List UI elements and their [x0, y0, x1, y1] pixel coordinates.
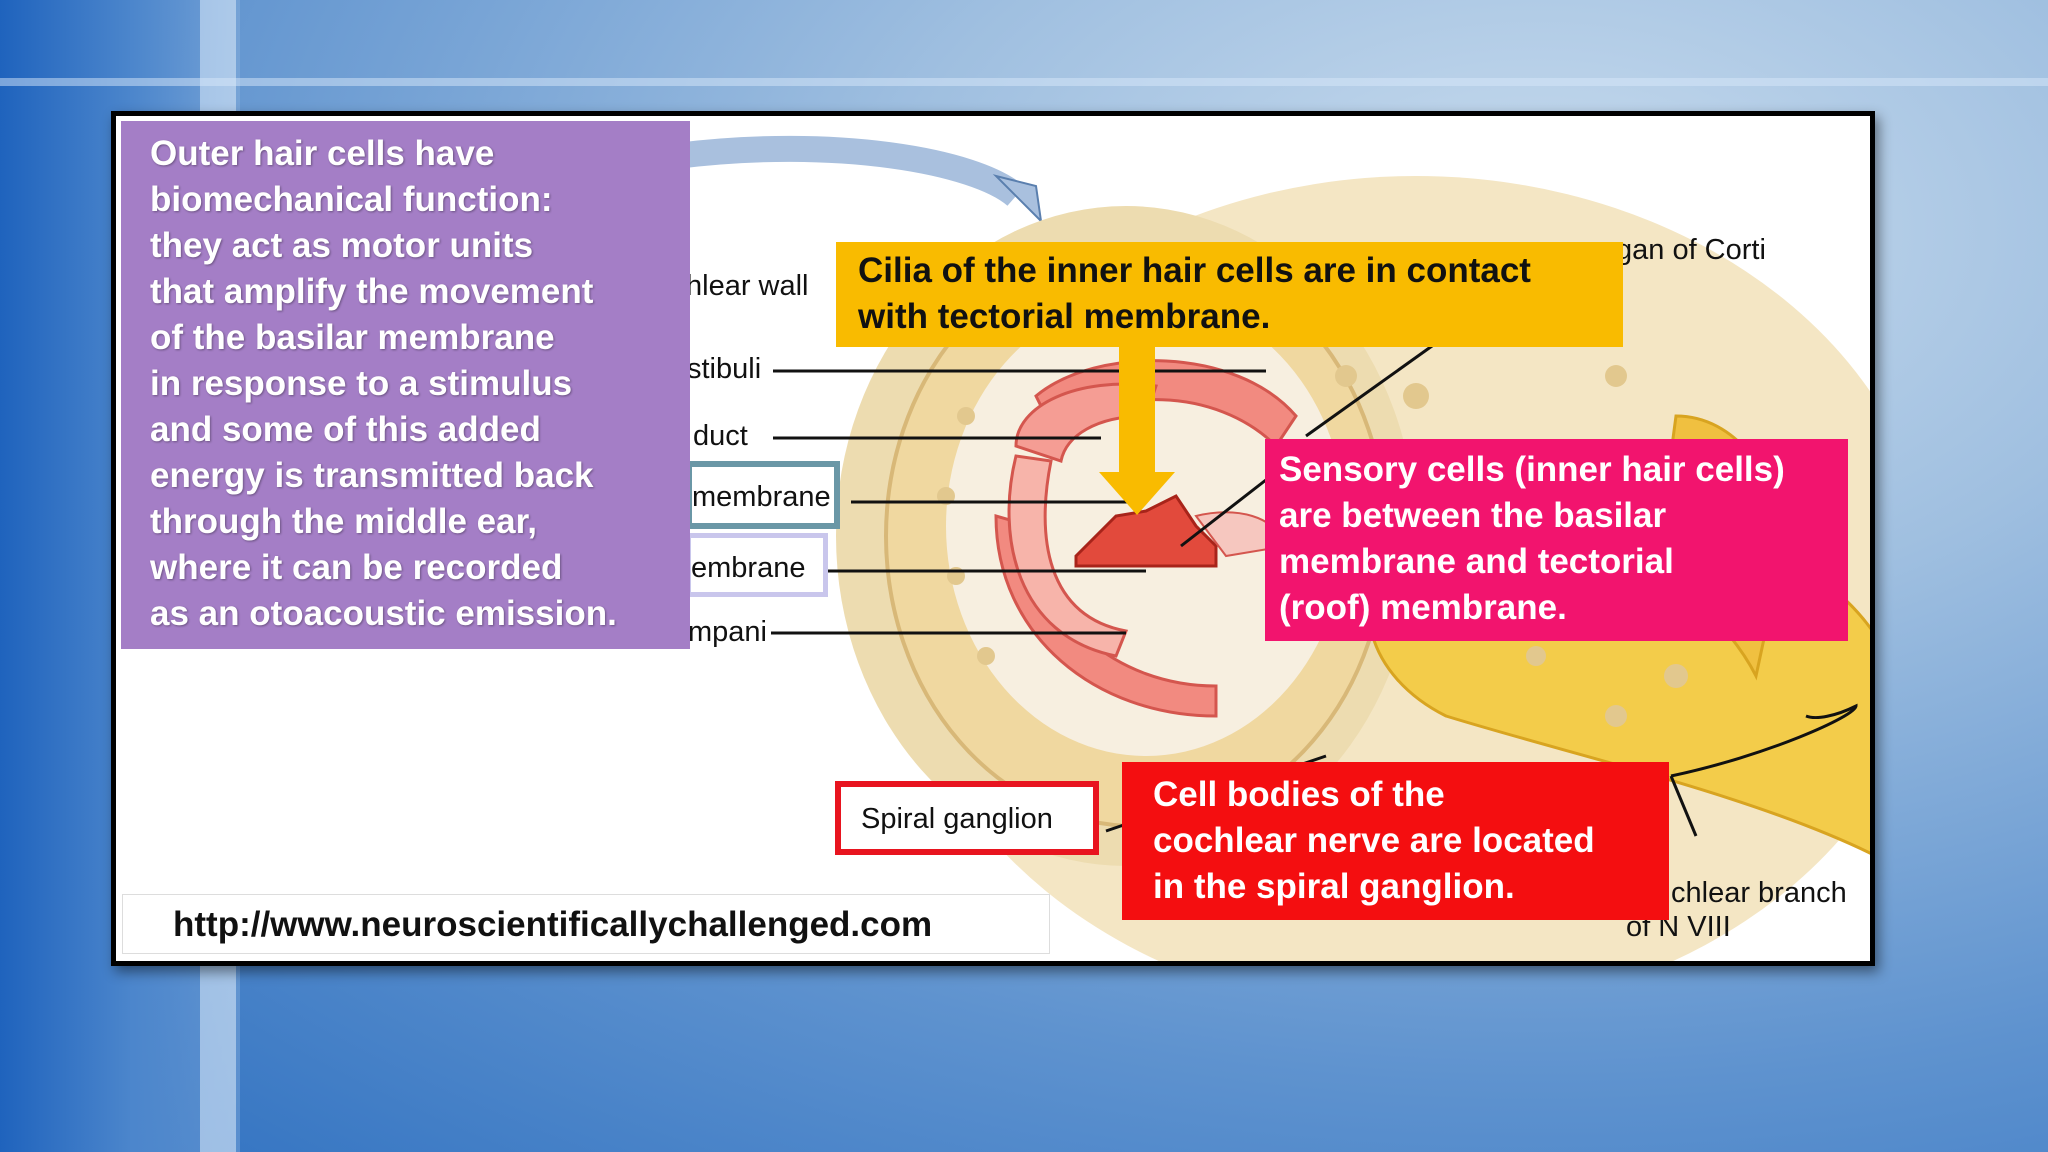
sensory-cells-callout: Sensory cells (inner hair cells) are bet…: [1265, 439, 1848, 641]
curved-arrow: [674, 135, 1025, 207]
yellow-arrow-head: [1099, 472, 1175, 515]
callout-line: as an otoacoustic emission.: [150, 594, 617, 633]
label-spiral-ganglion: Spiral ganglion: [861, 803, 1053, 835]
callout-line: that amplify the movement: [150, 272, 594, 311]
spiral-ganglion-label-box: Spiral ganglion: [835, 781, 1099, 855]
slide-panel: hlear wall stibuli duct membrane embrane…: [111, 111, 1875, 966]
label-organ-of-corti: gan of Corti: [1616, 234, 1766, 266]
background-horizontal-line: [0, 78, 2048, 86]
outer-hair-cells-callout: Outer hair cells have biomechanical func…: [121, 121, 690, 649]
callout-line: Cell bodies of the: [1153, 775, 1445, 814]
label-duct: duct: [693, 420, 748, 452]
cochlea-diagram: [674, 135, 1870, 961]
leader-lines: [771, 334, 1858, 837]
callout-line: of the basilar membrane: [150, 318, 555, 357]
callout-line: through the middle ear,: [150, 502, 537, 541]
cilia-callout: Cilia of the inner hair cells are in con…: [836, 242, 1623, 347]
curved-arrow-head: [992, 174, 1043, 224]
callout-line: (roof) membrane.: [1279, 588, 1567, 627]
label-cochlear-branch: chlear branch: [1671, 877, 1847, 909]
callout-line: Cilia of the inner hair cells are in con…: [858, 251, 1531, 290]
duct-wall: [1007, 454, 1129, 658]
label-tympani: mpani: [688, 616, 767, 648]
callout-line: cochlear nerve are located: [1153, 821, 1595, 860]
callout-line: Sensory cells (inner hair cells): [1279, 450, 1785, 489]
callout-line: with tectorial membrane.: [858, 297, 1271, 336]
yellow-arrow-shaft: [1119, 347, 1155, 477]
callout-line: biomechanical function:: [150, 180, 553, 219]
callout-line: where it can be recorded: [150, 548, 563, 587]
label-basilar-membrane: membrane: [692, 481, 831, 513]
label-tectorial-membrane: embrane: [691, 552, 806, 584]
organ-of-corti: [1074, 494, 1218, 568]
callout-line: are between the basilar: [1279, 496, 1667, 535]
label-cochlear-wall: hlear wall: [686, 270, 809, 302]
label-vestibuli: stibuli: [687, 353, 762, 385]
callout-line: Outer hair cells have: [150, 134, 495, 173]
callout-line: and some of this added: [150, 410, 541, 449]
callout-line: they act as motor units: [150, 226, 534, 265]
tectorial-membrane-label-box: embrane: [686, 533, 828, 597]
basilar-membrane-label-box: membrane: [686, 461, 840, 529]
callout-line: energy is transmitted back: [150, 456, 594, 495]
callout-line: in response to a stimulus: [150, 364, 573, 403]
cell-bodies-callout: Cell bodies of the cochlear nerve are lo…: [1122, 762, 1669, 920]
callout-line: membrane and tectorial: [1279, 542, 1674, 581]
source-url: http://www.neuroscientificallychallenged…: [122, 894, 1050, 954]
callout-line: in the spiral ganglion.: [1153, 867, 1515, 906]
